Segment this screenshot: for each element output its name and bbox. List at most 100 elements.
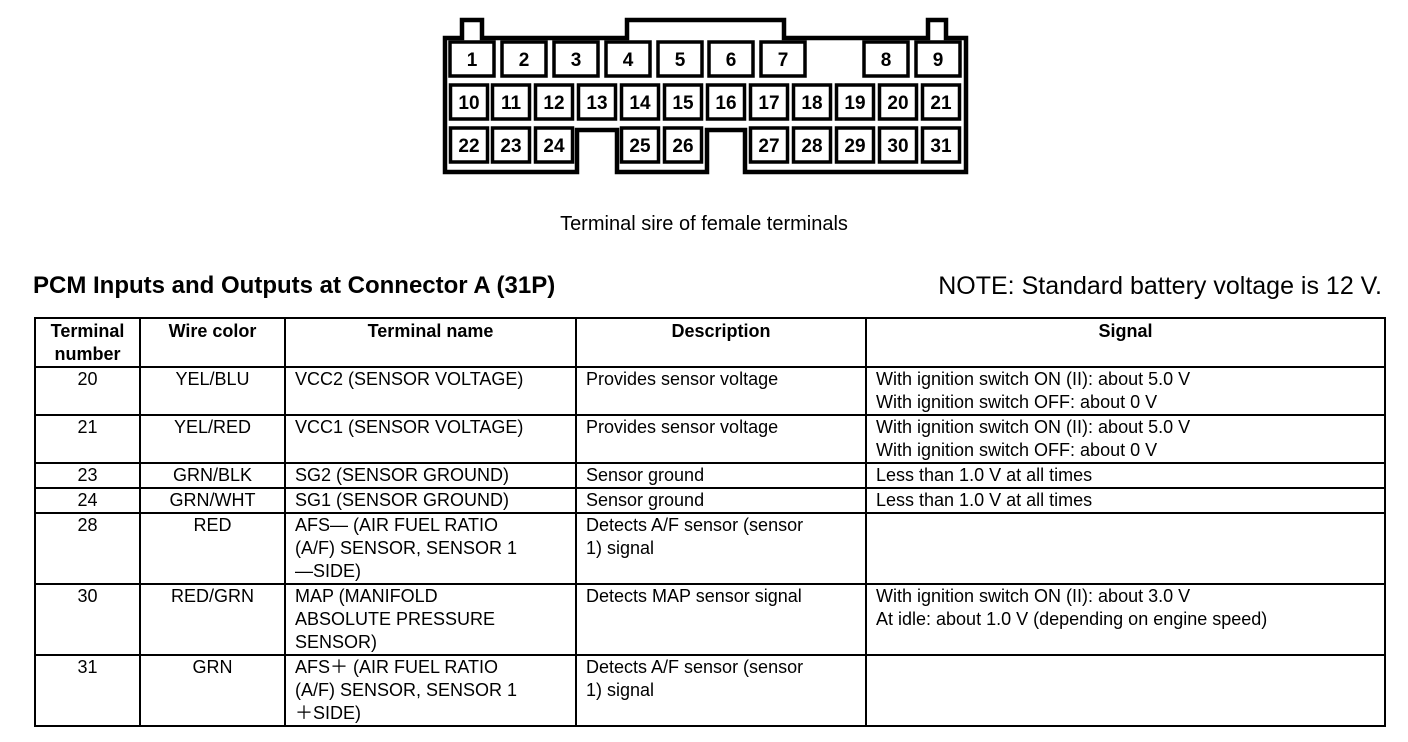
terminal-label: 17 [758, 93, 779, 114]
terminal-cell [862, 40, 910, 78]
terminal-label: 20 [887, 93, 908, 114]
terminal-label: 29 [844, 136, 865, 157]
terminal-cell [707, 40, 755, 78]
terminal-label: 11 [501, 93, 522, 114]
cell-description: Sensor ground [575, 462, 867, 489]
terminal-label: 23 [500, 136, 521, 157]
terminal-cell [759, 40, 807, 78]
terminal-label: 28 [801, 136, 822, 157]
terminal-label: 4 [623, 50, 634, 71]
cell-terminal-number: 20 [34, 366, 141, 416]
terminal-cell [604, 40, 652, 78]
terminal-label: 19 [844, 93, 865, 114]
io-table: Terminal number Wire color Terminal name… [34, 317, 1386, 727]
terminal-label: 27 [758, 136, 779, 157]
battery-note: NOTE: Standard battery voltage is 12 V. [938, 272, 1382, 300]
terminal-label: 26 [672, 136, 693, 157]
terminal-cell [662, 126, 704, 164]
terminal-cell [619, 83, 661, 121]
terminal-label: 6 [726, 50, 737, 71]
cell-description: Provides sensor voltage [575, 414, 867, 464]
terminal-cell [533, 126, 575, 164]
cell-terminal-name: AFS＋ (AIR FUEL RATIO(A/F) SENSOR, SENSOR… [284, 654, 577, 727]
terminal-label: 16 [715, 93, 736, 114]
terminal-cell [834, 83, 876, 121]
terminal-cell [920, 83, 962, 121]
cell-signal [865, 512, 1386, 585]
cell-description: Sensor ground [575, 487, 867, 514]
cell-terminal-number: 31 [34, 654, 141, 727]
cell-wire-color: RED/GRN [139, 583, 286, 656]
heading-row: PCM Inputs and Outputs at Connector A (3… [33, 272, 1382, 304]
terminal-cell [662, 83, 704, 121]
terminal-cell [914, 40, 962, 78]
cell-terminal-name: AFS— (AIR FUEL RATIO(A/F) SENSOR, SENSOR… [284, 512, 577, 585]
cell-signal: With ignition switch ON (II): about 5.0 … [865, 366, 1386, 416]
cell-signal: Less than 1.0 V at all times [865, 462, 1386, 489]
cell-terminal-number: 23 [34, 462, 141, 489]
terminal-cell [576, 83, 618, 121]
cell-wire-color: RED [139, 512, 286, 585]
terminal-cell [448, 126, 490, 164]
cell-wire-color: YEL/RED [139, 414, 286, 464]
cell-description: Provides sensor voltage [575, 366, 867, 416]
terminal-cell [490, 83, 532, 121]
header-description: Description [575, 317, 867, 368]
cell-description: Detects MAP sensor signal [575, 583, 867, 656]
cell-terminal-number: 30 [34, 583, 141, 656]
cell-signal [865, 654, 1386, 727]
terminal-label: 21 [930, 93, 952, 114]
terminal-label: 12 [543, 93, 564, 114]
header-wire-color: Wire color [139, 317, 286, 368]
terminal-cell [791, 83, 833, 121]
terminal-cell [834, 126, 876, 164]
terminal-cell [500, 40, 548, 78]
terminal-label: 25 [629, 136, 651, 157]
cell-terminal-number: 24 [34, 487, 141, 514]
terminal-label: 5 [675, 50, 686, 71]
terminal-cell [490, 126, 532, 164]
cell-terminal-number: 28 [34, 512, 141, 585]
terminal-label: 1 [467, 50, 478, 71]
terminal-cell [920, 126, 962, 164]
terminal-cell [448, 40, 496, 78]
cell-wire-color: GRN [139, 654, 286, 727]
terminal-cell [791, 126, 833, 164]
connector-caption: Terminal sire of female terminals [560, 213, 848, 235]
terminal-label: 9 [933, 50, 944, 71]
cell-signal: With ignition switch ON (II): about 3.0 … [865, 583, 1386, 656]
terminal-label: 15 [672, 93, 694, 114]
terminal-cell [448, 83, 490, 121]
page-title: PCM Inputs and Outputs at Connector A (3… [33, 272, 556, 299]
table-header-row: Terminal number Wire color Terminal name… [34, 317, 1386, 368]
cell-terminal-name: SG2 (SENSOR GROUND) [284, 462, 577, 489]
header-terminal-number: Terminal number [34, 317, 141, 368]
terminal-label: 8 [881, 50, 892, 71]
terminal-cell [877, 83, 919, 121]
terminal-label: 10 [458, 93, 479, 114]
terminal-cell [748, 83, 790, 121]
terminal-cell [748, 126, 790, 164]
terminal-label: 31 [930, 136, 952, 157]
terminal-label: 24 [543, 136, 565, 157]
terminal-label: 2 [519, 50, 530, 71]
terminal-cell [705, 83, 747, 121]
terminal-label: 22 [458, 136, 479, 157]
cell-terminal-number: 21 [34, 414, 141, 464]
terminal-label: 18 [801, 93, 822, 114]
terminal-label: 14 [629, 93, 651, 114]
header-terminal-name: Terminal name [284, 317, 577, 368]
terminal-cell [877, 126, 919, 164]
cell-signal: With ignition switch ON (II): about 5.0 … [865, 414, 1386, 464]
terminal-cell [619, 126, 661, 164]
cell-wire-color: GRN/BLK [139, 462, 286, 489]
cell-terminal-name: SG1 (SENSOR GROUND) [284, 487, 577, 514]
